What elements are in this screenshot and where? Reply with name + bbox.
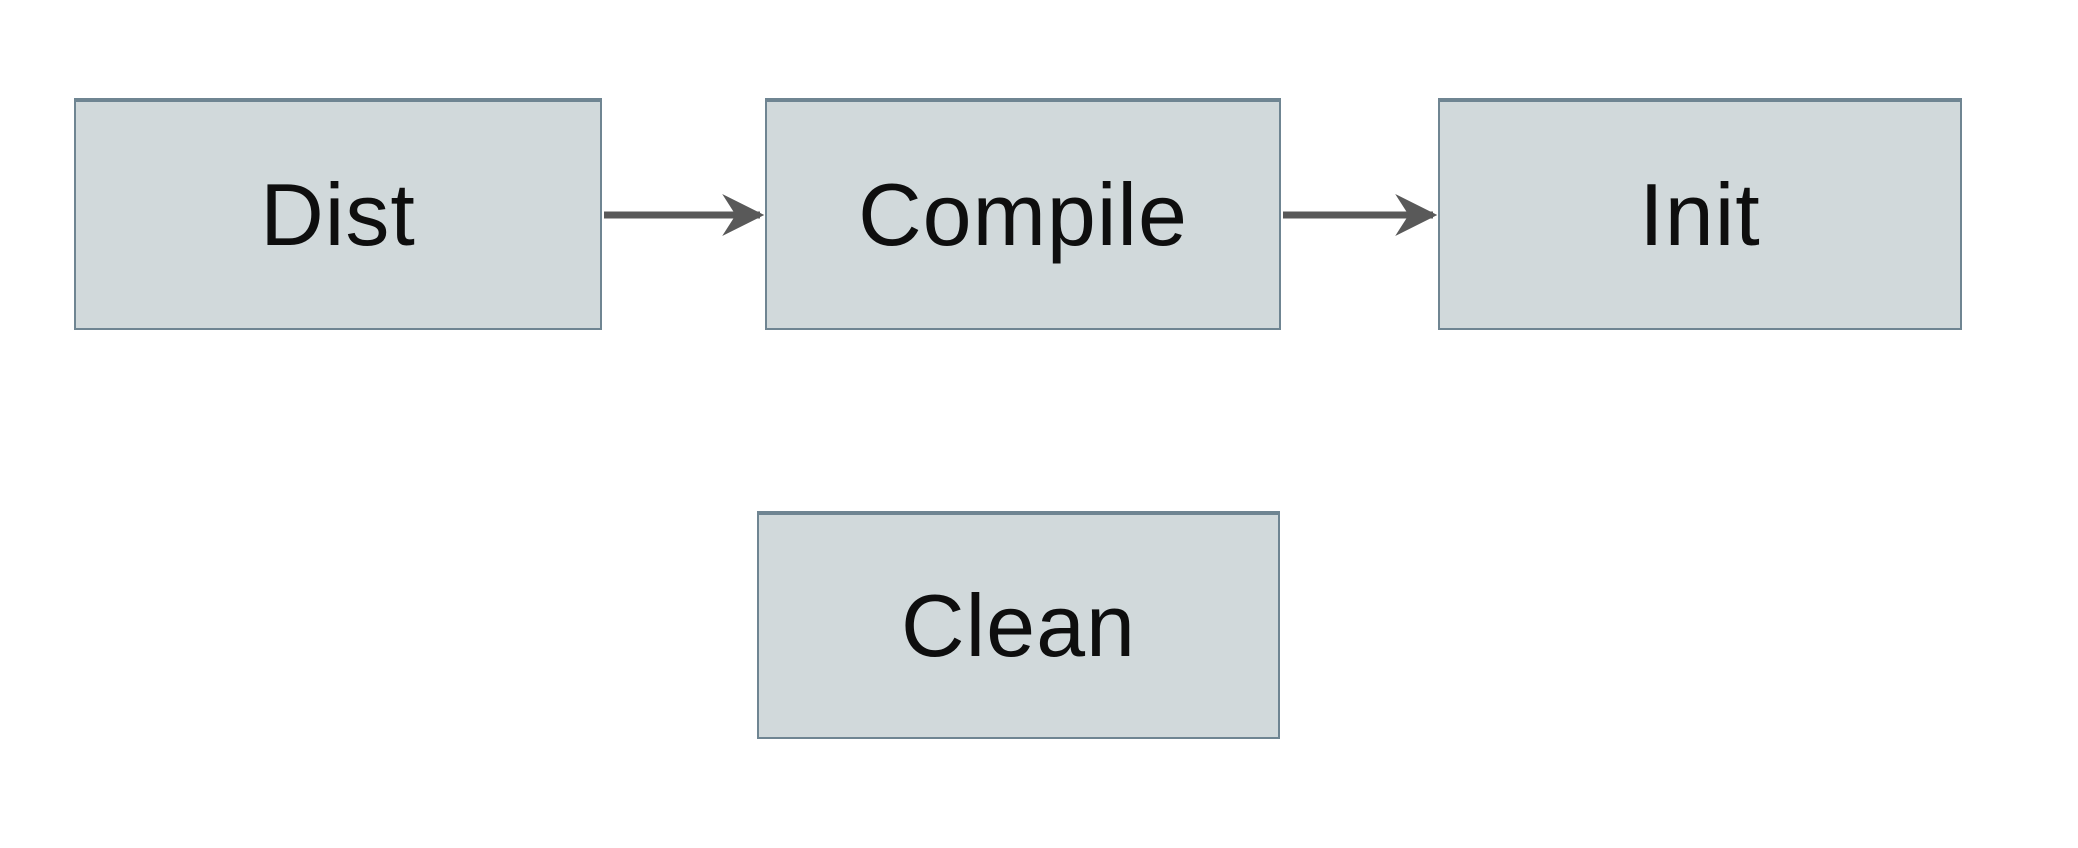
node-dist: Dist <box>74 98 602 330</box>
node-clean-label: Clean <box>901 576 1136 675</box>
node-init-label: Init <box>1639 165 1761 264</box>
node-clean: Clean <box>757 511 1280 739</box>
node-compile-label: Compile <box>858 165 1188 264</box>
node-dist-label: Dist <box>260 165 416 264</box>
node-compile: Compile <box>765 98 1281 330</box>
node-init: Init <box>1438 98 1962 330</box>
